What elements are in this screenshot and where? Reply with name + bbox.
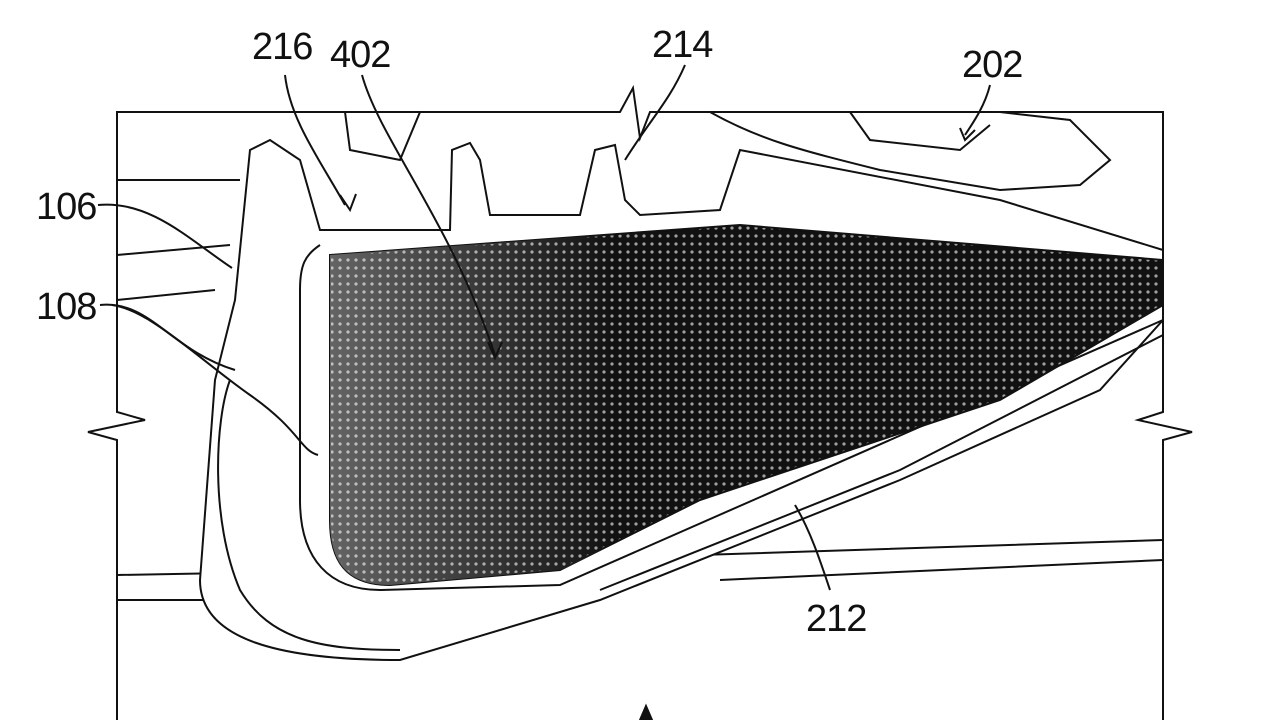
label-212: 212 <box>806 598 867 640</box>
leader-212 <box>794 504 831 591</box>
leader-214 <box>624 64 686 161</box>
label-108: 108 <box>36 286 97 328</box>
section-arrow <box>638 703 654 720</box>
label-402: 402 <box>330 34 391 76</box>
leader-216 <box>284 74 346 206</box>
label-214: 214 <box>652 24 713 66</box>
label-106: 106 <box>36 186 97 228</box>
label-202: 202 <box>962 44 1023 86</box>
frame-left <box>87 84 1193 720</box>
leader-106 <box>97 203 233 269</box>
leader-402 <box>361 74 496 356</box>
leader-108 <box>99 303 236 371</box>
label-216: 216 <box>252 26 313 68</box>
leader-202 <box>964 84 991 136</box>
background-part-202 <box>709 111 1112 192</box>
